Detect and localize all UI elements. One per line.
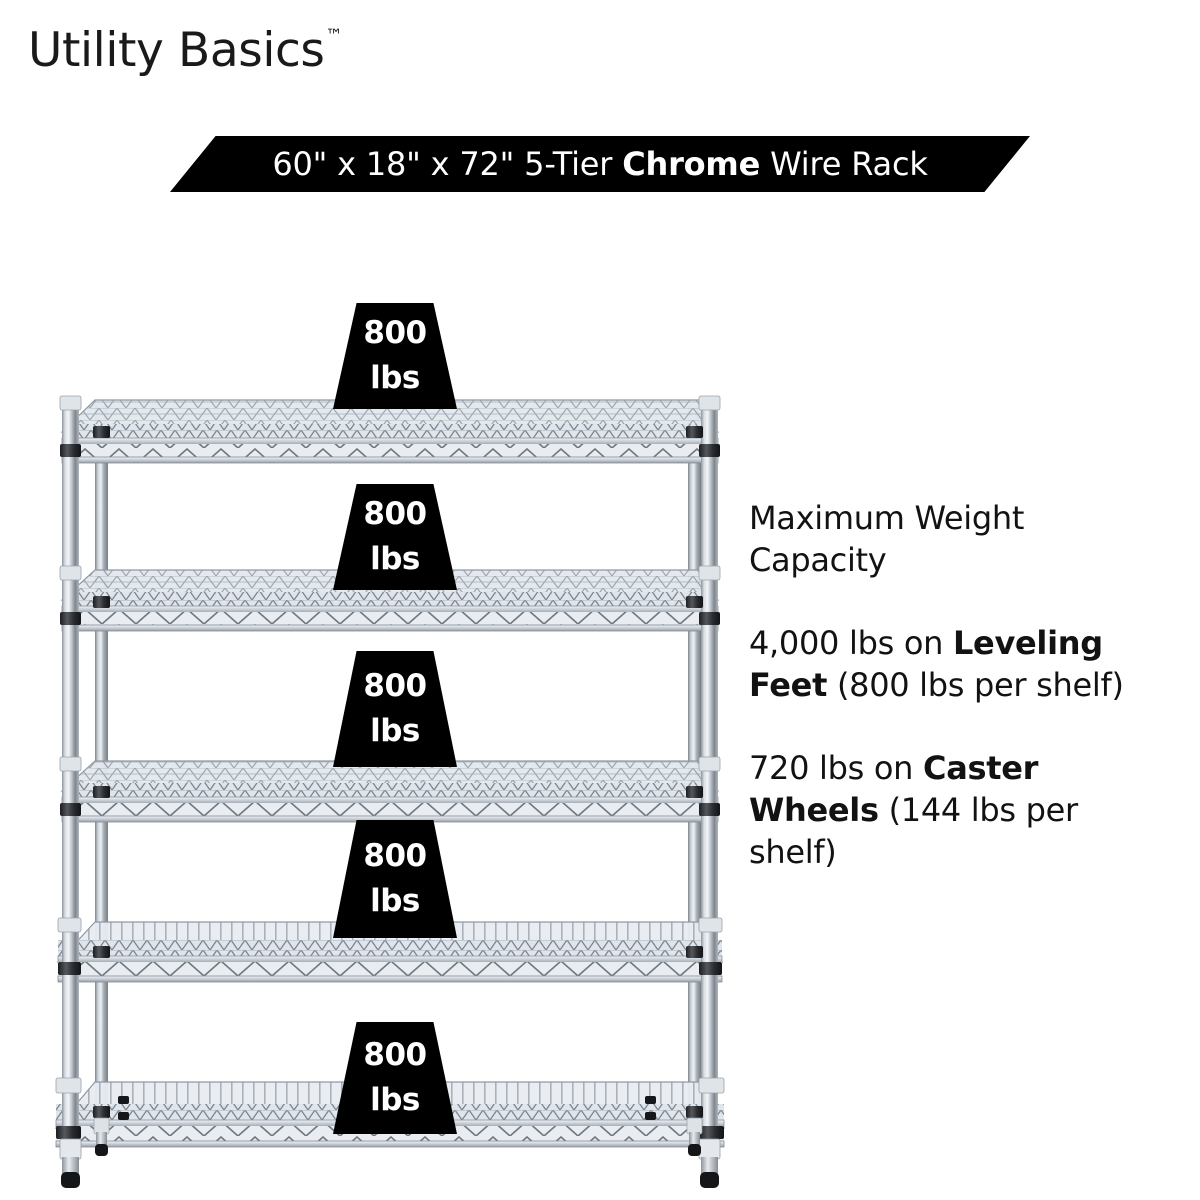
brand-name: Utility Basics	[28, 23, 325, 78]
weight-badge-tier-2: 800 lbs	[333, 484, 457, 590]
weight-badge-tier-1: 800 lbs	[333, 303, 457, 409]
caster-detail: (144 lbs per shelf)	[749, 790, 1078, 871]
weight-badge-unit: lbs	[370, 882, 420, 919]
leveling-total: 4,000 lbs on	[749, 624, 953, 663]
front-posts	[62, 398, 718, 1168]
leveling-detail: (800 lbs per shelf)	[827, 665, 1124, 704]
weight-badge-unit: lbs	[370, 359, 420, 396]
product-title-banner: 60" x 18" x 72" 5-Tier Chrome Wire Rack	[170, 136, 1030, 192]
post-collars	[55, 395, 725, 1139]
spec-caster-wheels: 720 lbs on Caster Wheels (144 lbs per sh…	[749, 748, 1167, 873]
weight-badge-number: 800	[363, 667, 427, 704]
shelf-tier-4	[56, 921, 724, 983]
weight-badge-number: 800	[363, 1036, 427, 1073]
brand-logo: Utility Basics™	[28, 26, 343, 74]
caster-label: Caster Wheels	[749, 749, 1039, 829]
shelf-tier-3	[60, 760, 720, 823]
leveling-label: Leveling Feet	[749, 624, 1103, 704]
shelf-tier-1	[60, 399, 720, 464]
product-title-text: 60" x 18" x 72" 5-Tier Chrome Wire Rack	[272, 144, 928, 183]
weight-badge-number: 800	[363, 837, 427, 874]
weight-badge-number: 800	[363, 314, 427, 351]
weight-badge-tier-5: 800 lbs	[333, 1022, 457, 1134]
spec-leveling-feet: 4,000 lbs on Leveling Feet (800 lbs per …	[749, 623, 1167, 706]
weight-badge-unit: lbs	[370, 540, 420, 577]
spec-heading: Maximum Weight Capacity	[749, 499, 1025, 579]
banner-prefix: 60" x 18" x 72" 5-Tier	[272, 144, 623, 183]
leveling-feet	[59, 1117, 721, 1188]
banner-suffix: Wire Rack	[760, 144, 928, 183]
caster-total: 720 lbs on	[749, 749, 924, 788]
wire-rack-illustration	[54, 395, 725, 1188]
banner-highlight: Chrome	[622, 144, 761, 183]
spec-text-column: Maximum Weight Capacity 4,000 lbs on Lev…	[749, 498, 1167, 873]
weight-badge-number: 800	[363, 495, 427, 532]
weight-badge-unit: lbs	[370, 712, 420, 749]
weight-badge-tier-4: 800 lbs	[333, 820, 457, 938]
trademark-symbol: ™	[325, 26, 343, 47]
weight-badge-unit: lbs	[370, 1081, 420, 1118]
weight-badge-tier-3: 800 lbs	[333, 651, 457, 767]
